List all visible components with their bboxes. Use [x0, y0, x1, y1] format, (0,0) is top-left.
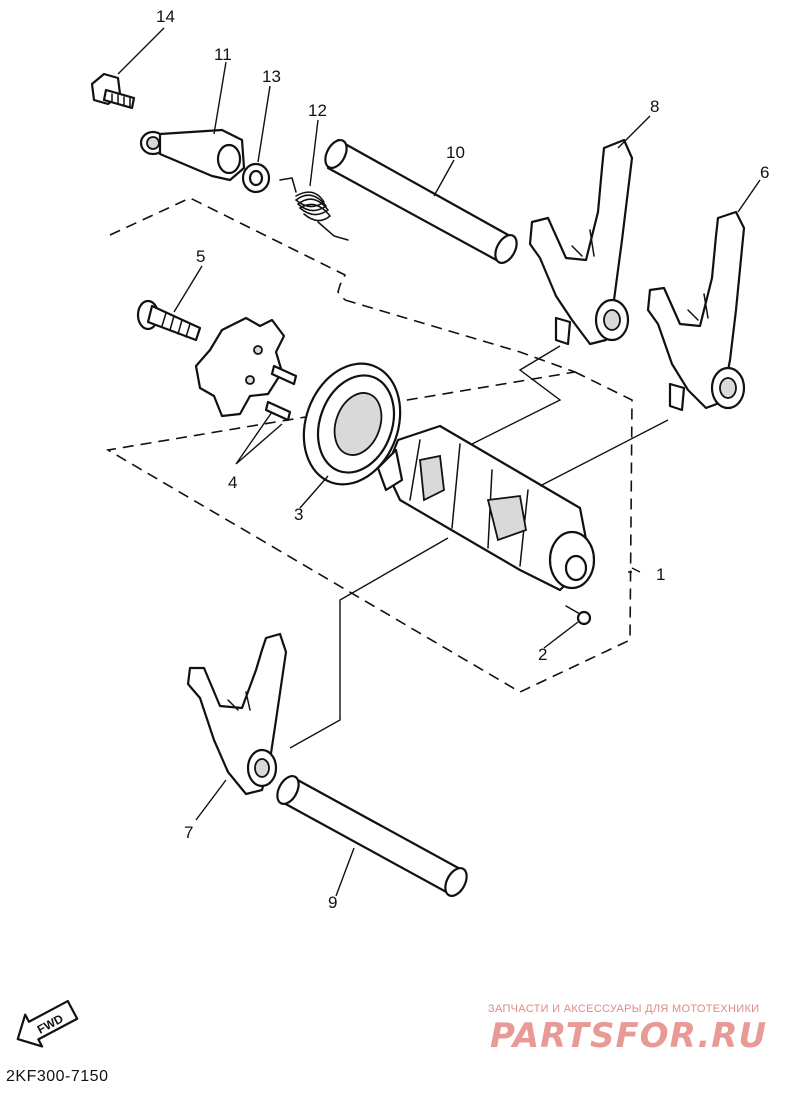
small-screw-part	[565, 605, 592, 626]
callout-4: 4	[228, 473, 237, 492]
callout-11: 11	[214, 45, 232, 64]
callout-3: 3	[294, 505, 303, 524]
leader-lines	[117, 27, 761, 897]
callout-12: 12	[308, 101, 327, 120]
callout-13: 13	[262, 67, 281, 86]
washer-part	[241, 162, 271, 194]
callout-7: 7	[184, 823, 193, 842]
guide-bar-upper-part	[324, 138, 518, 265]
shift-drum-part	[376, 424, 596, 592]
shift-fork-upper-part	[528, 138, 634, 346]
watermark-tagline: ЗАПЧАСТИ И АКСЕССУАРЫ ДЛЯ МОТОТЕХНИКИ	[488, 1003, 760, 1015]
callout-8: 8	[650, 97, 659, 116]
assembly-boundary	[105, 197, 633, 693]
shift-lever-part	[139, 128, 246, 182]
callout-14: 14	[156, 7, 175, 26]
callout-1: 1	[656, 565, 665, 584]
segment-plate-part	[194, 316, 286, 418]
bearing-part	[302, 362, 402, 486]
part-code: 2KF300-7150	[6, 1068, 109, 1085]
torsion-spring-part	[279, 177, 349, 241]
assembly-boundary-top	[344, 299, 576, 373]
dowel-pins-part	[264, 364, 298, 422]
screw-part	[136, 299, 202, 342]
callout-5: 5	[196, 247, 205, 266]
callout-10: 10	[446, 143, 465, 162]
shift-fork-right-part	[646, 210, 746, 412]
shift-fork-lower-part	[186, 632, 288, 796]
guide-bar-lower-part	[276, 774, 468, 898]
fwd-arrow-icon: FWD	[16, 999, 79, 1048]
callout-9: 9	[328, 893, 337, 912]
flange-bolt-part	[90, 72, 136, 110]
watermark-brand: PARTSFOR.RU	[490, 1016, 768, 1056]
callout-6: 6	[760, 163, 769, 182]
callout-2: 2	[538, 645, 547, 664]
